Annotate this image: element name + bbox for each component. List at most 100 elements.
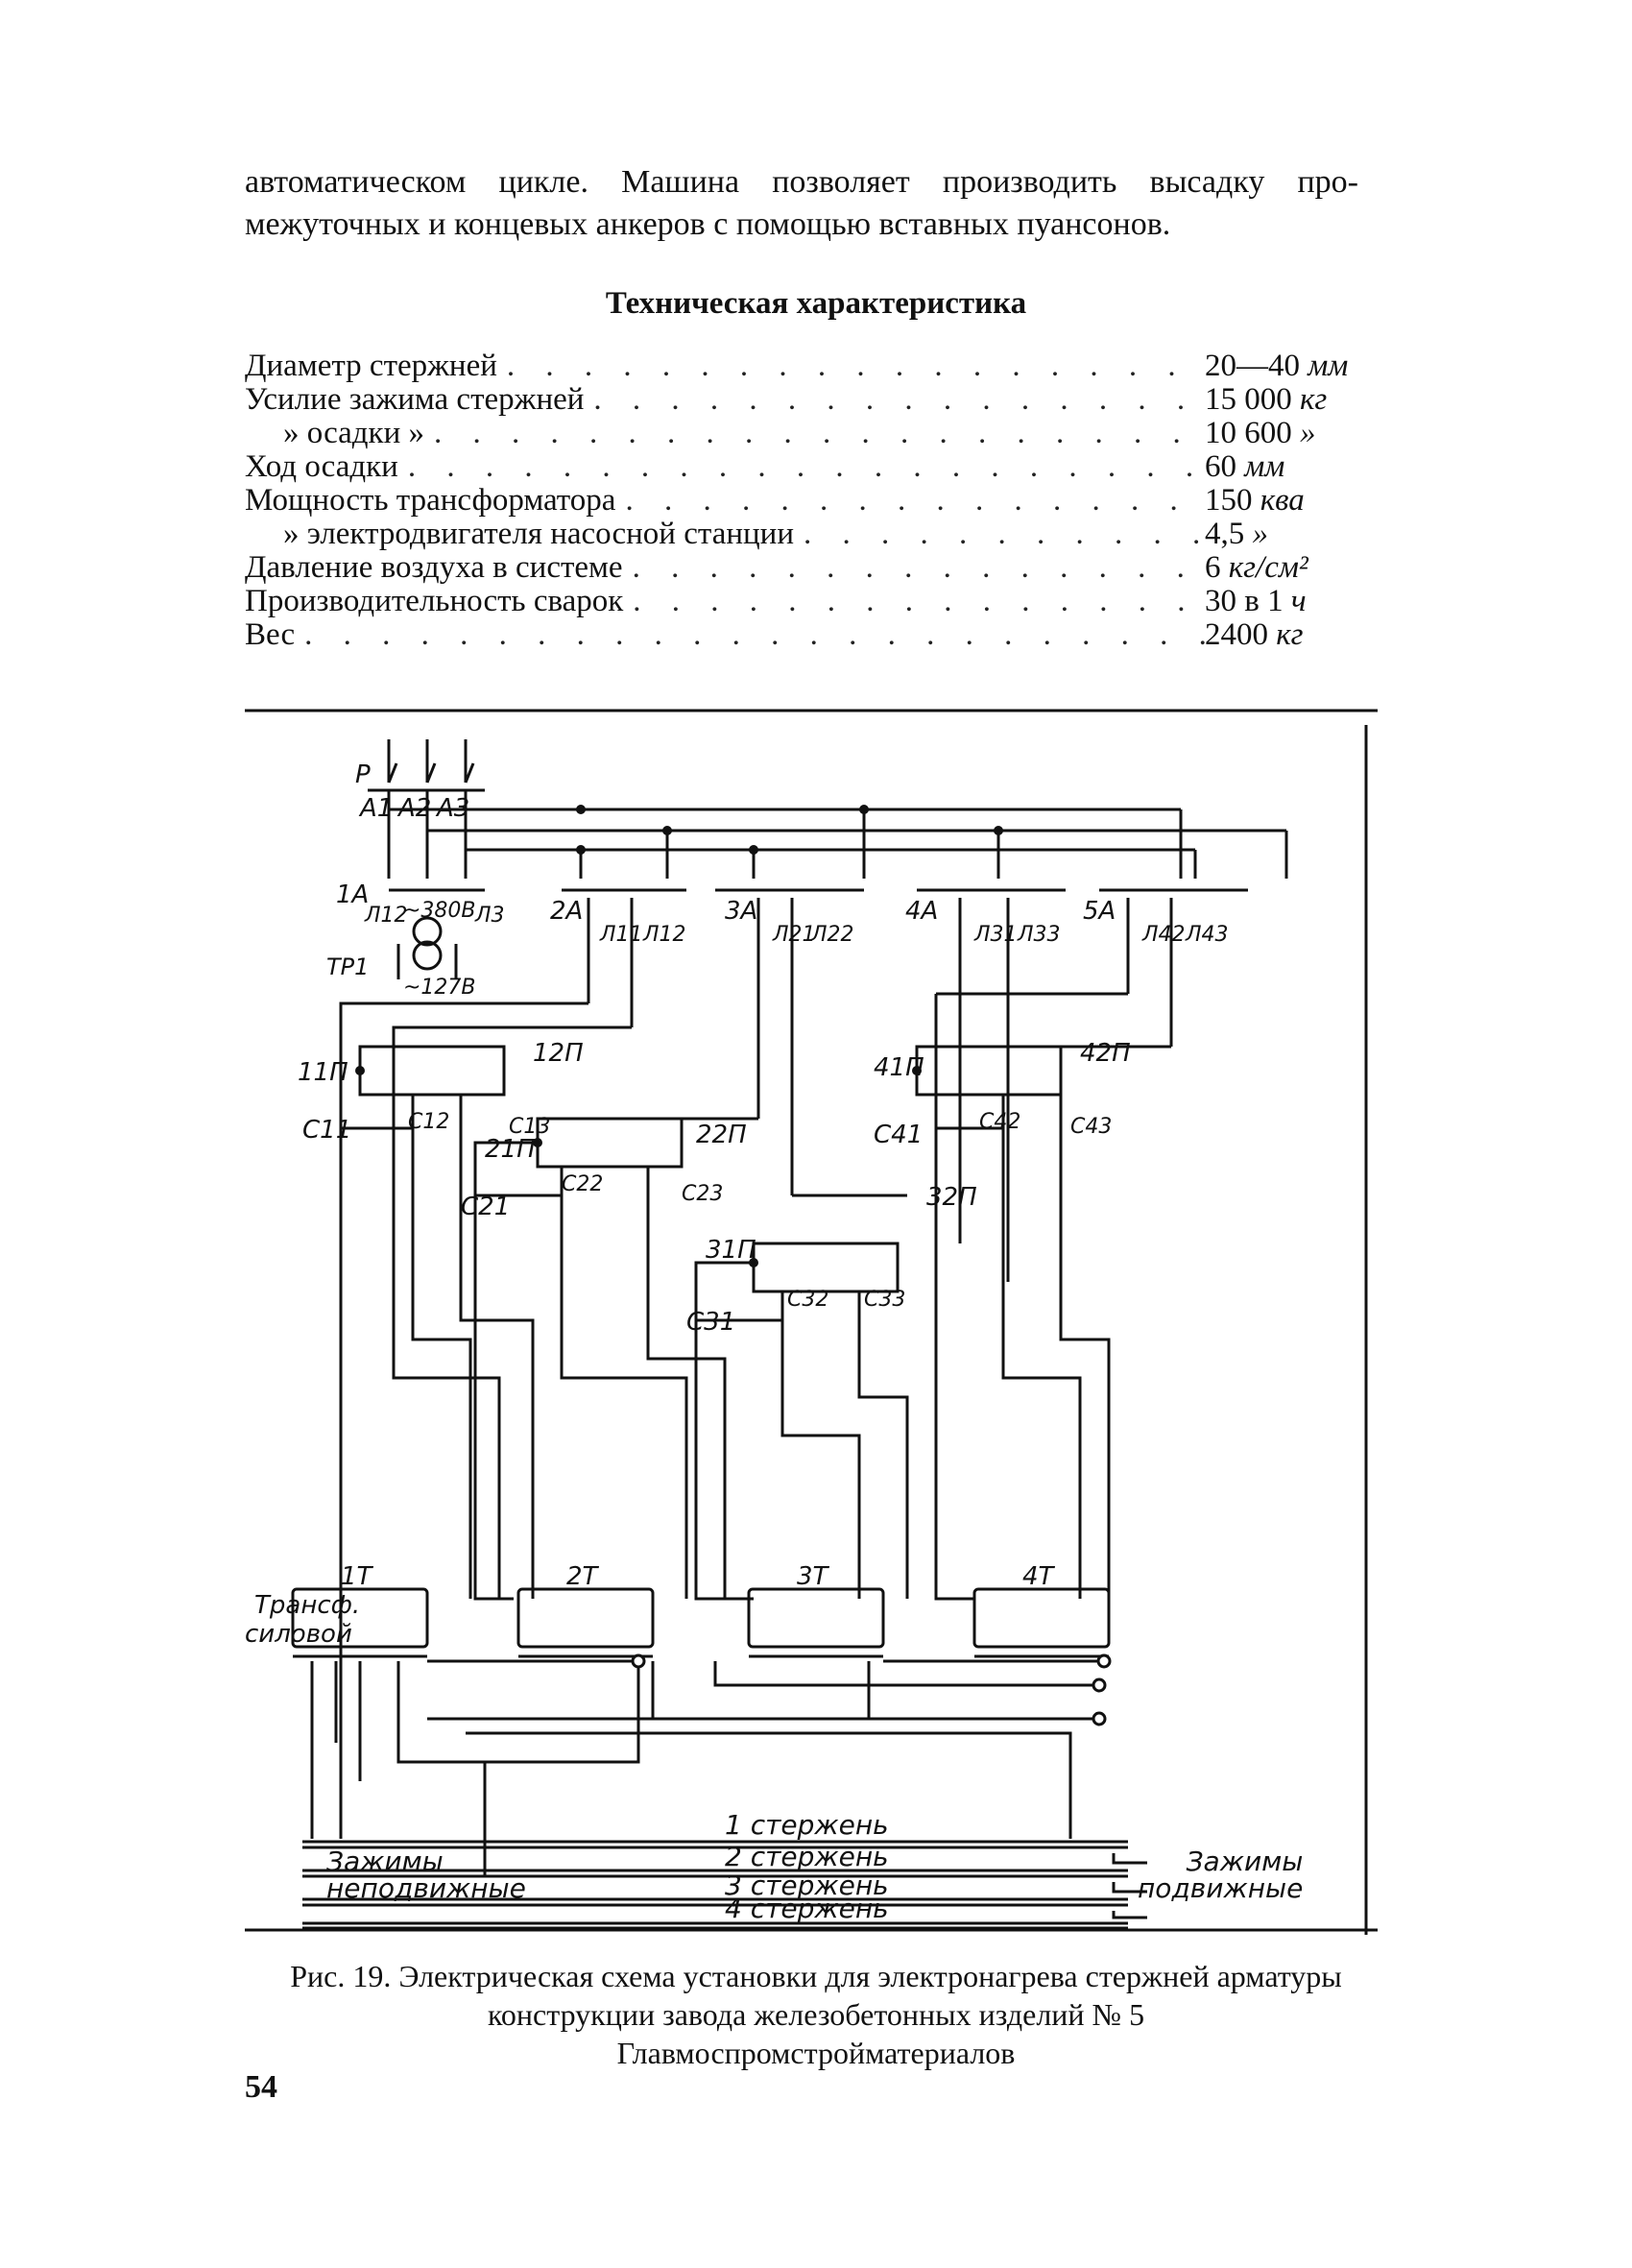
spec-number: 2400 bbox=[1205, 617, 1268, 652]
capacitor-label-c43: С43 bbox=[1070, 1115, 1112, 1139]
switch-label-41p: 41П bbox=[874, 1053, 924, 1082]
fixed-clamps-line-2: неподвижные bbox=[326, 1872, 526, 1904]
phase-label-a1: А1 bbox=[358, 794, 393, 823]
spec-unit: » bbox=[1300, 416, 1316, 450]
spec-label: Мощность трансформатора bbox=[245, 483, 616, 518]
spec-value: 4,5 » bbox=[1205, 518, 1354, 551]
switch-label-32p: 32П bbox=[926, 1183, 977, 1212]
phase-label-a3: А3 bbox=[435, 794, 469, 823]
transformer-label-2t: 2Т bbox=[566, 1562, 600, 1591]
leader-dots bbox=[623, 585, 1205, 618]
spec-number: 30 в 1 bbox=[1205, 584, 1284, 618]
spec-unit: мм bbox=[1244, 449, 1285, 484]
contactor-label-4a: 4А bbox=[905, 897, 938, 926]
capacitor-label-c42: С42 bbox=[979, 1110, 1020, 1134]
moving-clamps-line-1: Зажимы bbox=[1186, 1846, 1304, 1877]
spec-unit: кг/см² bbox=[1228, 550, 1308, 585]
contactor-label-2a: 2А bbox=[550, 897, 583, 926]
leader-dots bbox=[398, 450, 1205, 484]
power-transformer-label-2: силовой bbox=[245, 1620, 352, 1649]
page-number: 54 bbox=[245, 2069, 277, 2105]
transformer-label-tp1: ТР1 bbox=[326, 953, 369, 980]
spec-row: Давление воздуха в системе6 кг/см² bbox=[245, 551, 1354, 585]
spec-number: 10 600 bbox=[1205, 416, 1292, 450]
spec-unit: » bbox=[1252, 517, 1269, 551]
spec-row: » электродвигателя насосной станции 4,5 » bbox=[245, 518, 1354, 551]
rod-label-3: 3 стержень bbox=[725, 1870, 889, 1901]
capacitor-label-c41: С41 bbox=[874, 1121, 923, 1149]
spec-label: Производительность сварок bbox=[245, 584, 624, 618]
spec-row: Вес 2400 кг bbox=[245, 618, 1354, 652]
spec-number: 4,5 bbox=[1205, 517, 1245, 551]
switch-label-21p: 21П bbox=[485, 1135, 536, 1164]
leader-dots bbox=[424, 417, 1205, 450]
spec-value: 2400 кг bbox=[1205, 618, 1354, 652]
spec-value: 30 в 1 ч bbox=[1205, 585, 1354, 618]
capacitor-label-c33: С33 bbox=[864, 1288, 905, 1312]
lamp-label-l31: Л31 bbox=[973, 923, 1018, 947]
leader-dots bbox=[615, 484, 1205, 518]
specs-table: Диаметр стержней 20—40 мм Усилие зажима с… bbox=[245, 350, 1354, 652]
capacitor-label-c21: С21 bbox=[461, 1193, 510, 1221]
spec-unit: ч bbox=[1290, 584, 1307, 618]
contactor-label-1a: 1А bbox=[336, 881, 369, 909]
spec-row: Ход осадки60 мм bbox=[245, 450, 1354, 484]
spec-unit: ква bbox=[1260, 483, 1305, 518]
lamp-label-l33: Л33 bbox=[1017, 923, 1061, 947]
spec-label: Диаметр стержней bbox=[245, 349, 497, 383]
switch-label-p: Р bbox=[355, 760, 371, 789]
spec-value: 6 кг/см² bbox=[1205, 551, 1354, 585]
spec-label: » осадки » bbox=[283, 416, 425, 450]
spec-value: 10 600 » bbox=[1205, 417, 1354, 450]
capacitor-label-c13: С13 bbox=[509, 1115, 550, 1139]
lamp-label-l21: Л21 bbox=[772, 923, 816, 947]
section-title: Техническая характеристика bbox=[605, 286, 1027, 321]
switch-label-11p: 11П bbox=[298, 1058, 348, 1087]
leader-dots bbox=[584, 383, 1205, 417]
spec-label: Усилие зажима стержней bbox=[245, 382, 585, 417]
voltage-label-127: ~127В bbox=[403, 976, 476, 1000]
lamp-label-l42: Л42 bbox=[1141, 923, 1186, 947]
spec-row: Производительность сварок 30 в 1 ч bbox=[245, 585, 1354, 618]
leader-dots bbox=[295, 618, 1205, 652]
rod-label-1: 1 стержень bbox=[725, 1809, 889, 1841]
rod-label-4: 4 стержень bbox=[725, 1893, 889, 1924]
spec-label: Ход осадки bbox=[245, 449, 398, 484]
moving-clamps-caption: Зажимы подвижные bbox=[1138, 1848, 1303, 1902]
spec-row: Диаметр стержней 20—40 мм bbox=[245, 350, 1354, 383]
spec-label: Вес bbox=[245, 617, 296, 652]
wiring-diagram: Р А1 А2 А3 1А 2А 3А 4А 5А Л12 Л3 Л11 Л12… bbox=[245, 709, 1378, 1935]
capacitor-label-c31: С31 bbox=[686, 1308, 735, 1337]
lamp-label-l12b: Л12 bbox=[642, 923, 686, 947]
transformer-label-4t: 4Т bbox=[1022, 1562, 1056, 1591]
fixed-clamps-line-1: Зажимы bbox=[326, 1846, 444, 1877]
capacitor-label-c32: С32 bbox=[787, 1288, 828, 1312]
lamp-label-l11: Л11 bbox=[599, 923, 643, 947]
fixed-clamps-caption: Зажимы неподвижные bbox=[326, 1848, 526, 1902]
power-transformer-label-1: Трансф. bbox=[254, 1591, 360, 1620]
voltage-label-380: ~380В bbox=[403, 899, 476, 923]
intro-paragraph: автоматическом цикле. Машина позволяет п… bbox=[245, 164, 1358, 242]
rod-label-2: 2 стержень bbox=[725, 1841, 889, 1872]
spec-row: Усилие зажима стержней 15 000 кг bbox=[245, 383, 1354, 417]
wiring-diagram-figure: Р А1 А2 А3 1А 2А 3А 4А 5А Л12 Л3 Л11 Л12… bbox=[245, 706, 1378, 1944]
spec-value: 15 000 кг bbox=[1205, 383, 1354, 417]
lamp-label-l12: Л12 bbox=[364, 904, 408, 928]
switch-label-22p: 22П bbox=[696, 1121, 747, 1149]
transformer-label-1t: 1Т bbox=[341, 1562, 374, 1591]
switch-label-12p: 12П bbox=[533, 1039, 584, 1068]
spec-unit: мм bbox=[1308, 349, 1349, 383]
phase-label-a2: А2 bbox=[396, 794, 431, 823]
transformer-label-3t: 3Т bbox=[797, 1562, 830, 1591]
spec-unit: кг bbox=[1276, 617, 1304, 652]
figure-caption: Рис. 19. Электрическая схема установки д… bbox=[290, 1959, 1342, 2070]
spec-label: » электродвигателя насосной станции bbox=[283, 517, 794, 551]
contactor-label-3a: 3А bbox=[725, 897, 757, 926]
leader-dots bbox=[497, 350, 1205, 383]
spec-number: 15 000 bbox=[1205, 382, 1292, 417]
switch-label-42p: 42П bbox=[1080, 1039, 1131, 1068]
capacitor-label-c11: С11 bbox=[302, 1116, 351, 1145]
capacitor-label-c23: С23 bbox=[682, 1182, 723, 1206]
spec-number: 150 bbox=[1205, 483, 1253, 518]
spec-number: 20—40 bbox=[1205, 349, 1300, 383]
